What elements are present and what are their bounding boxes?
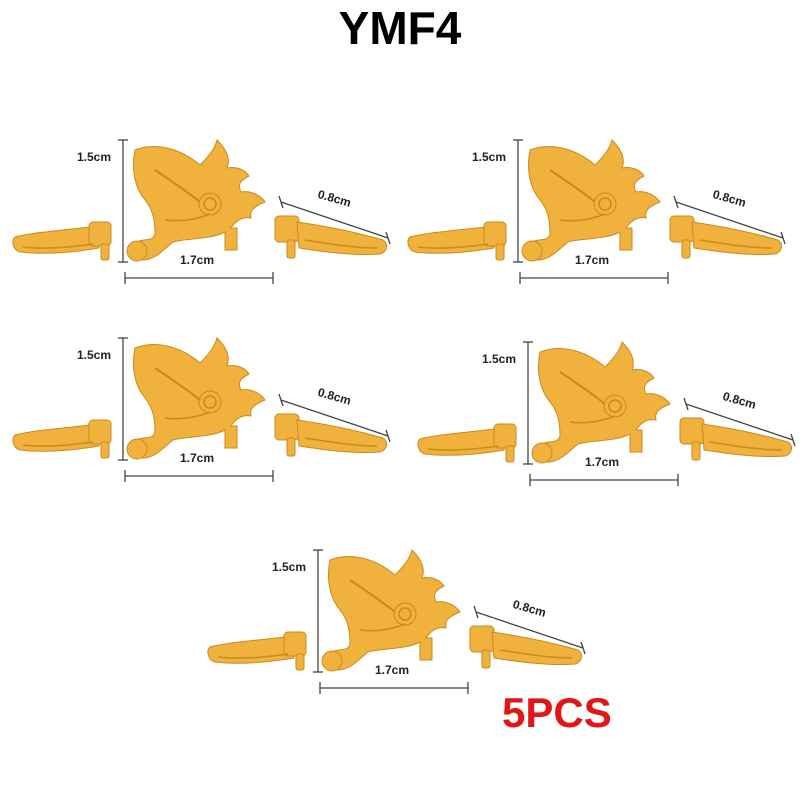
- dimension-lines: [513, 139, 786, 284]
- height-label: 1.5cm: [77, 348, 112, 362]
- right-wing-piece: [274, 413, 388, 457]
- width-label: 1.7cm: [375, 663, 410, 677]
- left-wing-piece: [12, 221, 112, 261]
- right-wing-piece: [469, 625, 583, 669]
- dragon-piece-set-5: 1.5cm 1.7cm 0.8cm: [200, 520, 590, 694]
- right-wing-piece: [679, 417, 793, 461]
- left-wing-piece: [407, 221, 507, 261]
- height-label: 1.5cm: [472, 150, 507, 164]
- dragon-piece-image: [417, 341, 796, 486]
- dragon-piece-set-4: 1.5cm 1.7cm 0.8cm: [410, 312, 800, 486]
- width-label: 1.7cm: [585, 455, 620, 469]
- dimension-lines: [118, 337, 391, 482]
- left-wing-piece: [417, 423, 517, 463]
- left-wing-piece: [12, 419, 112, 459]
- product-title: YMF4: [338, 2, 462, 54]
- height-label: 1.5cm: [482, 352, 517, 366]
- width-label: 1.7cm: [180, 451, 215, 465]
- dragon-piece-image: [12, 337, 391, 482]
- right-wing-piece: [274, 215, 388, 259]
- dragon-body-piece: [531, 341, 671, 464]
- right-wing-piece: [669, 215, 783, 259]
- dragon-piece-image: [12, 139, 391, 284]
- height-label: 1.5cm: [272, 560, 307, 574]
- dragon-piece-set-1: 1.5cm 1.7cm 0.8cm: [5, 110, 395, 284]
- dragon-body-piece: [321, 549, 461, 672]
- count-label: 5PCS: [502, 689, 612, 736]
- dragon-piece-set-2: 1.5cm 1.7cm 0.8cm: [400, 110, 790, 284]
- width-label: 1.7cm: [575, 253, 610, 267]
- dimension-lines: [523, 341, 796, 486]
- dragon-piece-image: [207, 549, 586, 694]
- left-wing-piece: [207, 631, 307, 671]
- dragon-piece-set-3: 1.5cm 1.7cm 0.8cm: [5, 308, 395, 482]
- dragon-body-piece: [521, 139, 661, 262]
- dragon-piece-image: [407, 139, 786, 284]
- width-label: 1.7cm: [180, 253, 215, 267]
- height-label: 1.5cm: [77, 150, 112, 164]
- dimension-lines: [118, 139, 391, 284]
- dragon-body-piece: [126, 139, 266, 262]
- dimension-lines: [313, 549, 586, 694]
- dragon-body-piece: [126, 337, 266, 460]
